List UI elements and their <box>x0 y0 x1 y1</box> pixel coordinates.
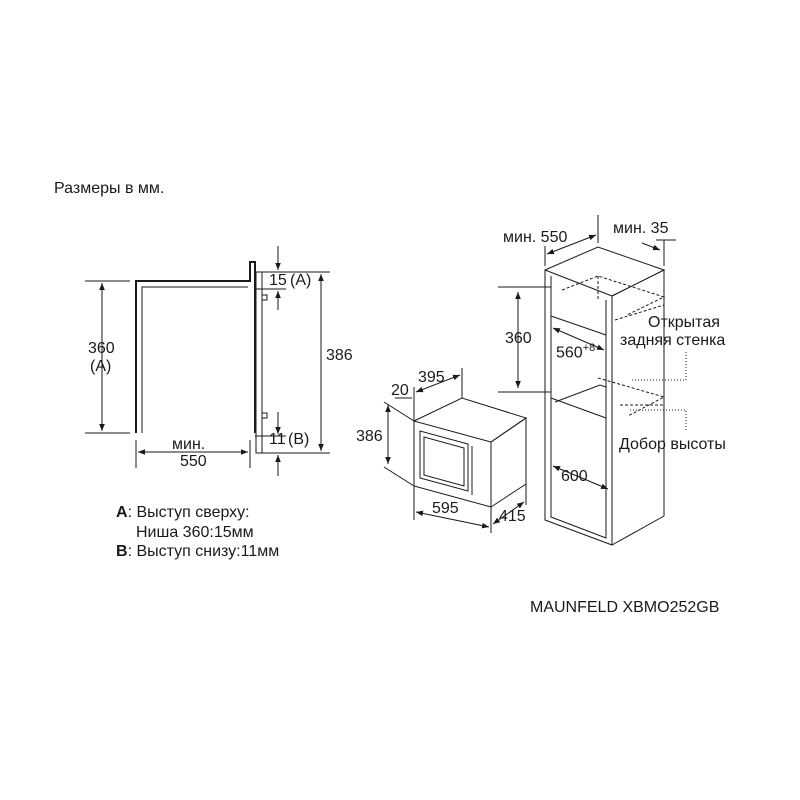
side-niche-height-value: 360 <box>88 340 115 357</box>
model-name: MAUNFELD XBMO252GB <box>530 599 720 616</box>
cabinet-niche-width-base: 560 <box>556 344 583 362</box>
height-fill-label: Добор высоты <box>619 436 726 453</box>
legend-b-text: : Выступ снизу:11мм <box>127 543 280 560</box>
appliance-inner-width: 395 <box>418 369 445 386</box>
appliance-height: 386 <box>356 428 383 445</box>
appliance-depth: 415 <box>499 508 526 525</box>
cabinet-niche-width-tolerance: +8 <box>582 342 596 354</box>
side-depth-value: 550 <box>180 453 207 470</box>
side-bottom-offset-ref: (B) <box>288 431 310 448</box>
side-depth-prefix: мин. <box>172 436 206 453</box>
legend-b-row: B: Выступ снизу:11мм <box>116 543 279 561</box>
legend-b-key: B <box>116 543 128 560</box>
open-back-label-line2: задняя стенка <box>620 332 726 349</box>
cabinet-drawing <box>498 215 687 546</box>
legend-a-text: : Выступ сверху: <box>127 504 250 521</box>
side-top-offset-ref: (A) <box>290 272 312 289</box>
appliance-drawing <box>383 368 528 533</box>
open-back-label-line1: Открытая <box>648 314 720 331</box>
cabinet-min-width: 600 <box>561 468 588 485</box>
side-niche-height-ref: (A) <box>90 358 112 375</box>
appliance-width: 595 <box>432 500 459 517</box>
side-view-drawing <box>85 246 330 476</box>
legend-a-row: A: Выступ сверху: <box>116 504 250 522</box>
side-top-offset-value: 15 <box>269 272 287 289</box>
units-note: Размеры в мм. <box>54 180 165 197</box>
legend-a-sub: Ниша 360:15мм <box>136 524 254 541</box>
cabinet-niche-height: 360 <box>505 330 532 347</box>
legend-a-key: A <box>116 504 128 521</box>
side-bottom-offset-value: 11 <box>269 431 286 448</box>
cabinet-min-gap: мин. 35 <box>613 220 669 237</box>
appliance-frame-offset: 20 <box>391 382 409 399</box>
side-overall-height-value: 386 <box>326 347 353 364</box>
cabinet-niche-width: 560+8 <box>556 342 595 362</box>
cabinet-min-depth: мин. 550 <box>503 229 568 246</box>
